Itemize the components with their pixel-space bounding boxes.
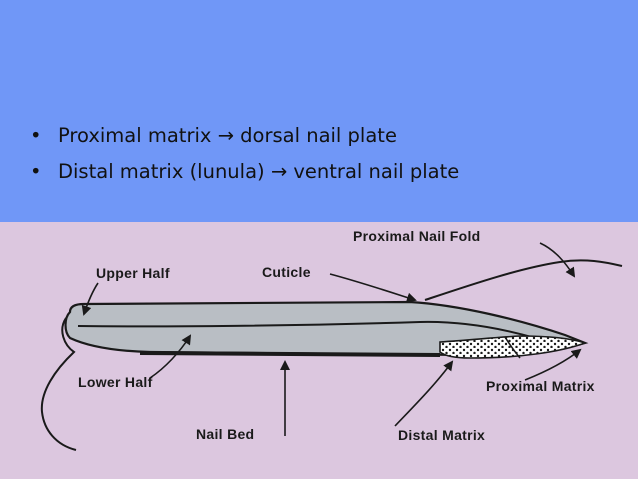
arrow-proximal-matrix (524, 348, 582, 381)
label-nail-bed: Nail Bed (196, 426, 254, 442)
label-cuticle: Cuticle (262, 264, 311, 280)
label-distal-matrix: Distal Matrix (398, 427, 485, 443)
label-upper-half: Upper Half (96, 265, 170, 281)
arrow-upper-half (81, 282, 99, 316)
arrow-distal-matrix (394, 360, 454, 427)
bullet-marker: • (30, 160, 42, 183)
bullet-text: Distal matrix (lunula) → ventral nail pl… (58, 160, 460, 183)
arrow-cuticle (329, 273, 417, 303)
arrow-lower-half (149, 334, 192, 379)
bullet-text: Proximal matrix → dorsal nail plate (58, 124, 397, 147)
bullet-item: • Distal matrix (lunula) → ventral nail p… (30, 154, 459, 190)
bullet-marker: • (30, 124, 42, 147)
finger-outline (40, 317, 77, 451)
bullet-item: • Proximal matrix → dorsal nail plate (30, 118, 459, 154)
label-proximal-nail-fold: Proximal Nail Fold (353, 228, 481, 244)
arrow-proximal-nail-fold (539, 242, 576, 278)
proximal-nail-fold-outline (424, 259, 623, 301)
nail-bed-line (139, 351, 441, 357)
matrix-divider (504, 336, 521, 359)
label-lower-half: Lower Half (78, 374, 153, 390)
bullet-list: • Proximal matrix → dorsal nail plate • Di… (30, 118, 459, 190)
slide-header-area (0, 0, 638, 222)
label-proximal-matrix: Proximal Matrix (486, 378, 595, 394)
upper-lower-divider (77, 320, 536, 339)
